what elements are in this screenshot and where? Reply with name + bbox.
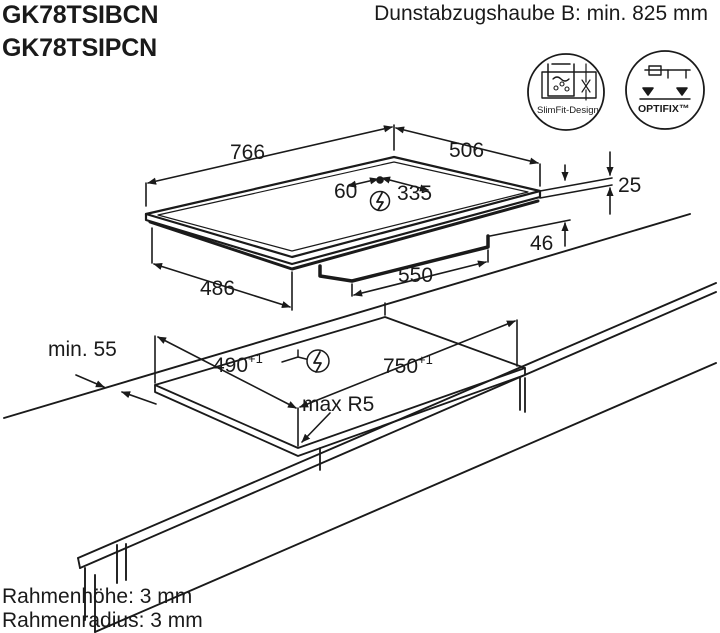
- dimension-line-cutout-width: [299, 320, 516, 408]
- model-number-2: GK78TSIPCN: [2, 34, 157, 62]
- frame-height-note: Rahmenhöhe: 3 mm: [2, 585, 193, 608]
- frame-radius-note: Rahmenradius: 3 mm: [2, 609, 203, 632]
- dimension-line-frame-height: [561, 151, 614, 215]
- label-connection-right: 335: [397, 182, 432, 205]
- slimfit-design-badge: [527, 53, 605, 131]
- optifix-label: OPTIFIX™: [638, 103, 689, 115]
- label-frame-height: 25: [618, 174, 641, 197]
- dimension-line-depth: [395, 126, 539, 165]
- power-connection-icon: [369, 190, 391, 212]
- label-cutout-depth: 490+1: [213, 351, 263, 377]
- hood-clearance-note: Dunstabzugshaube B: min. 825 mm: [374, 2, 708, 25]
- label-body-width: 550: [398, 264, 433, 287]
- dimension-line-min-edge: [75, 374, 157, 405]
- label-min-edge: min. 55: [48, 338, 117, 361]
- label-connection-left: 60: [334, 180, 357, 203]
- label-width: 766: [230, 141, 265, 164]
- label-built-in-depth: 46: [530, 232, 553, 255]
- cutout-power-icon: [306, 349, 330, 373]
- model-number-1: GK78TSIBCN: [2, 1, 159, 29]
- cutout-depth-tolerance: +1: [248, 351, 263, 366]
- label-depth: 506: [449, 139, 484, 162]
- optifix-badge: [625, 50, 705, 130]
- corner-radius-leader: [301, 412, 331, 443]
- cutout-depth-value: 490: [213, 354, 248, 377]
- dimension-line-cutout-depth: [157, 336, 297, 409]
- label-corner-radius: max R5: [302, 393, 374, 416]
- hob-body: [318, 234, 490, 283]
- cutout-width-value: 750: [383, 355, 418, 378]
- hob-glass-top: [144, 155, 542, 271]
- label-body-depth: 486: [200, 277, 235, 300]
- cutout-width-tolerance: +1: [418, 352, 433, 367]
- dimension-line-body-width: [353, 260, 487, 297]
- label-cutout-width: 750+1: [383, 352, 433, 378]
- dimension-line-width: [147, 125, 393, 185]
- dimension-line-connection: [347, 176, 429, 192]
- slimfit-label: SlimFit-Design: [537, 105, 599, 116]
- worktop: [3, 213, 717, 633]
- dimension-line-body-depth: [153, 263, 291, 308]
